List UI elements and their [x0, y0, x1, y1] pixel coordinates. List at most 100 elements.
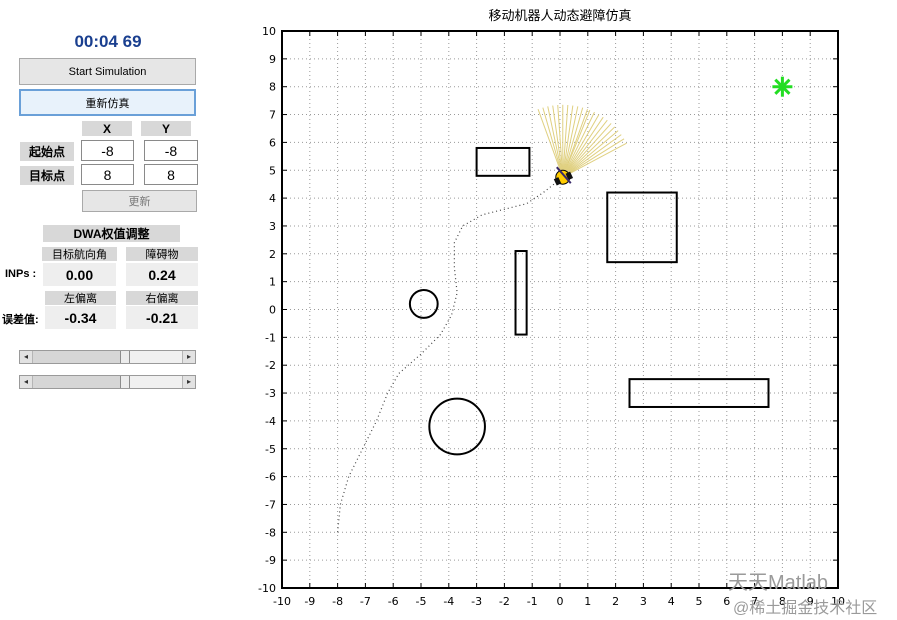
- obstacle-layer: [408, 146, 770, 456]
- sensor-ray: [542, 107, 564, 178]
- robot-heading-bar: [556, 166, 572, 184]
- update-button[interactable]: 更新: [82, 190, 197, 212]
- sensor-ray: [562, 105, 574, 178]
- y-tick-label: 3: [269, 220, 276, 233]
- x-tick-label: 0: [557, 595, 564, 608]
- sensor-ray: [562, 119, 608, 178]
- x-tick-label: 7: [751, 595, 758, 608]
- sensor-ray: [562, 134, 622, 178]
- y-tick-label: -6: [265, 471, 276, 484]
- slider-thumb[interactable]: [120, 376, 130, 388]
- robot-wheel-left: [553, 177, 562, 186]
- y-tick-label: 8: [269, 81, 276, 94]
- error-value-label: 误差值:: [2, 314, 39, 326]
- start-x-input[interactable]: -8: [81, 140, 134, 161]
- goal-layer: [772, 76, 793, 97]
- y-tick-label: 6: [269, 136, 276, 149]
- left-deviation-label: 左偏离: [45, 291, 116, 305]
- slider-thumb[interactable]: [120, 351, 130, 363]
- sensor-ray: [562, 116, 604, 178]
- sensor-ray: [562, 126, 616, 178]
- obstacle-circle: [408, 289, 439, 319]
- y-tick-label: -2: [265, 359, 276, 372]
- x-tick-label: 8: [779, 595, 786, 608]
- sensor-ray: [557, 104, 564, 178]
- y-tick-label: 0: [269, 304, 276, 317]
- x-tick-label: -9: [304, 595, 315, 608]
- x-tick-label: -7: [360, 595, 371, 608]
- x-tick-label: -6: [388, 595, 399, 608]
- reset-simulation-button[interactable]: 重新仿真: [19, 89, 196, 116]
- obstacle-rect: [514, 250, 528, 336]
- sensor-ray: [562, 107, 584, 178]
- goal-x-input[interactable]: 8: [81, 164, 134, 185]
- x-tick-label: -5: [416, 595, 427, 608]
- y-tick-label: 2: [269, 248, 276, 261]
- x-tick-label: 2: [612, 595, 619, 608]
- slider-left-arrow-icon[interactable]: ◂: [20, 376, 33, 388]
- trajectory-path: [337, 176, 564, 533]
- x-column-header: X: [82, 121, 132, 136]
- goal-marker: [774, 78, 791, 95]
- x-tick-label: -2: [499, 595, 510, 608]
- goal-point-label: 目标点: [20, 166, 74, 185]
- sensor-ray: [552, 105, 564, 178]
- x-tick-label: 6: [723, 595, 730, 608]
- weight-slider-2[interactable]: ◂ ▸: [19, 375, 196, 389]
- timer-display: 00:04 69: [74, 32, 142, 51]
- x-tick-label: 9: [807, 595, 814, 608]
- x-tick-label: 3: [640, 595, 647, 608]
- y-tick-label: -1: [265, 331, 276, 344]
- sensor-ray: [562, 109, 591, 178]
- goal-y-input[interactable]: 8: [144, 164, 198, 185]
- slider-track-filled: [33, 351, 120, 363]
- weight-slider-1[interactable]: ◂ ▸: [19, 350, 196, 364]
- sensor-ray: [562, 104, 569, 178]
- x-tick-label: -8: [332, 595, 343, 608]
- sensor-fan: [537, 104, 627, 178]
- sensor-ray: [562, 142, 627, 178]
- start-y-input[interactable]: -8: [144, 140, 198, 161]
- sensor-ray: [562, 123, 612, 178]
- sensor-ray: [562, 114, 600, 178]
- y-column-header: Y: [141, 121, 191, 136]
- dwa-weights-title: DWA权值调整: [43, 225, 180, 242]
- heading-weight-value[interactable]: 0.00: [43, 263, 116, 286]
- sensor-ray: [562, 138, 625, 178]
- control-panel: 00:04 69 Start Simulation 重新仿真 X Y 起始点 -…: [0, 0, 240, 620]
- y-tick-label: -8: [265, 526, 276, 539]
- x-tick-label: 10: [831, 595, 845, 608]
- obstacle-rect: [475, 146, 531, 177]
- sensor-ray: [537, 108, 564, 178]
- plot-title: 移动机器人动态避障仿真: [488, 9, 631, 24]
- y-tick-label: -10: [258, 582, 276, 595]
- grid-layer: [282, 31, 838, 588]
- left-deviation-value[interactable]: -0.34: [45, 306, 116, 329]
- obstacle-weight-label: 障碍物: [126, 247, 198, 261]
- x-tick-label: -1: [527, 595, 538, 608]
- y-tick-label: 4: [269, 192, 276, 205]
- robot-wheel-right: [565, 171, 574, 181]
- y-tick-label: -9: [265, 554, 276, 567]
- robot-layer: [553, 166, 574, 186]
- heading-weight-label: 目标航向角: [42, 247, 117, 261]
- sensor-ray: [547, 106, 564, 178]
- x-tick-label: 5: [696, 595, 703, 608]
- x-tick-label: -4: [443, 595, 454, 608]
- y-tick-label: -3: [265, 387, 276, 400]
- x-tick-label: -3: [471, 595, 482, 608]
- x-tick-label: 1: [584, 595, 591, 608]
- start-simulation-button[interactable]: Start Simulation: [19, 58, 196, 85]
- slider-right-arrow-icon[interactable]: ▸: [182, 376, 195, 388]
- slider-right-arrow-icon[interactable]: ▸: [182, 351, 195, 363]
- axes-frame: [281, 30, 839, 589]
- x-tick-label: -10: [273, 595, 291, 608]
- obstacle-circle: [428, 397, 486, 456]
- slider-left-arrow-icon[interactable]: ◂: [20, 351, 33, 363]
- sensor-ray: [562, 106, 579, 178]
- watermark-line-2: @稀土掘金技术社区: [733, 600, 878, 617]
- right-deviation-value[interactable]: -0.21: [126, 306, 198, 329]
- obstacle-weight-value[interactable]: 0.24: [126, 263, 198, 286]
